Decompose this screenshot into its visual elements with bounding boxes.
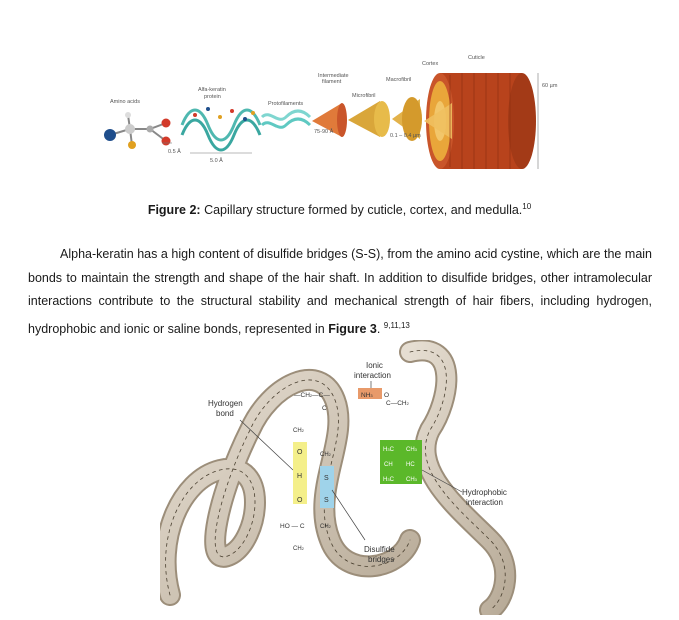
label-0-1-0-4-um: 0.1 – 0.4 µm [390,133,421,139]
label-ionic: Ionic [366,361,383,370]
label-macrofibril: Macrofibril [386,77,411,83]
label-protofilaments: Protofilaments [268,101,303,107]
label-hydrophobic-interaction: interaction [466,498,503,507]
caption-reference: 10 [522,202,531,211]
svg-text:C—CH2: C—CH2 [386,400,410,407]
label-bridges: bridges [368,555,394,564]
body-paragraph: Alpha-keratin has a high content of disu… [28,243,652,341]
svg-text:S: S [324,497,329,504]
label-5-0-angstrom: 5.0 Å [210,157,223,164]
intermediate-filament-end [337,103,347,137]
figure-3-illustration: Ionic interaction —CH2—C— NH3 O C—CH2 C … [160,340,530,615]
protofilaments [262,111,310,127]
label-disulfide: Disulfide [364,545,395,554]
label-protein: protein [204,94,221,100]
amino-acid-molecule [104,112,171,149]
microfibril-end [374,101,390,137]
label-bond: bond [216,409,234,418]
keratin-bonds-diagram: Ionic interaction —CH2—C— NH3 O C—CH2 C … [160,340,530,615]
paragraph-text-end: . [377,322,384,336]
label-microfibril: Microfibril [352,93,376,99]
svg-text:HC: HC [406,462,415,468]
label-60um: 60 µm [542,83,558,89]
figure-2-caption: Figure 2: Capillary structure formed by … [0,198,679,219]
svg-text:H3C: H3C [383,477,395,483]
label-filament: filament [322,79,342,85]
svg-text:NH3: NH3 [361,392,373,399]
svg-text:C: C [322,405,327,412]
svg-text:S: S [324,475,329,482]
label-alfa-keratin: Alfa-keratin [198,87,226,93]
svg-text:O: O [384,392,389,399]
svg-text:CH2: CH2 [293,546,305,552]
figure-2-illustration: Amino acids Alfa-keratin protein Protofi… [90,45,590,195]
svg-text:H: H [297,473,302,480]
svg-text:O: O [297,449,303,456]
hair-shaft-cylinder [424,73,536,169]
svg-text:HO — C: HO — C [280,523,305,530]
caption-figure-number: Figure 2: [148,203,201,217]
label-cuticle: Cuticle [468,55,485,61]
label-hydrogen: Hydrogen [208,399,243,408]
label-cortex: Cortex [422,61,438,67]
protein-fibre [166,350,506,610]
label-interaction: interaction [354,371,391,380]
caption-text: Capillary structure formed by cuticle, c… [201,203,523,217]
label-0-5-angstrom: 0.5 Å [168,148,181,155]
svg-text:CH2: CH2 [293,428,305,434]
figure-3-reference: Figure 3 [328,322,377,336]
svg-text:CH: CH [384,462,393,468]
label-75-90-angstrom: 75-90 Å [314,128,334,135]
svg-text:H3C: H3C [383,447,395,453]
hair-hierarchy-diagram: Amino acids Alfa-keratin protein Protofi… [90,45,590,195]
alfa-keratin-helix [182,107,260,150]
svg-text:O: O [297,497,303,504]
svg-text:—CH2—C—: —CH2—C— [294,392,330,399]
label-hydrophobic: Hydrophobic [462,488,507,497]
paragraph-citations: 9,11,13 [384,321,410,330]
label-amino-acids: Amino acids [110,99,140,105]
